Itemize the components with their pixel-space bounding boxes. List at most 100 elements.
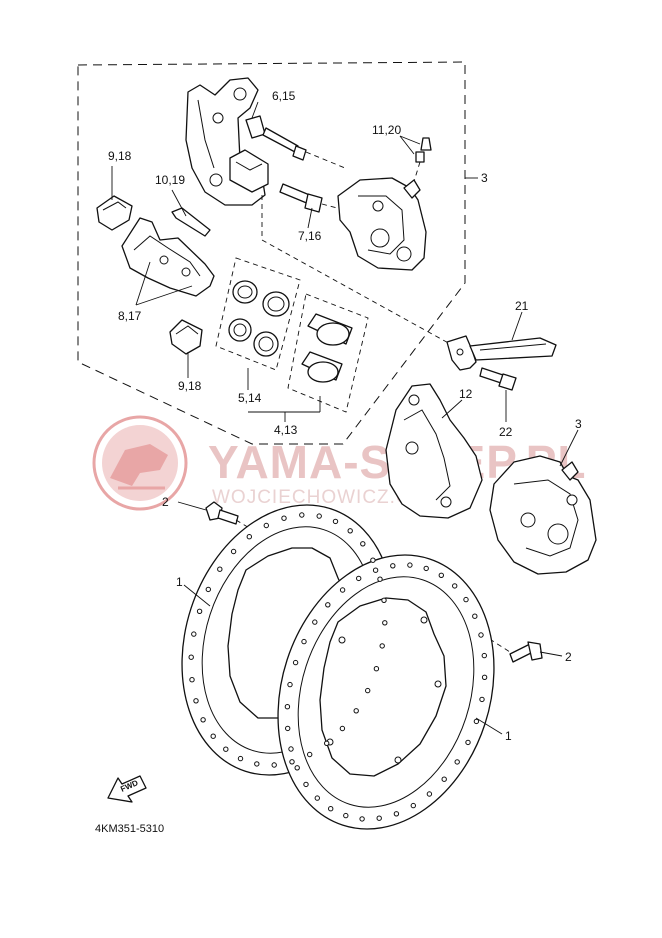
brake-disc-right bbox=[277, 554, 495, 830]
callout-21: 21 bbox=[515, 299, 529, 313]
callout-labels: 6,15 11,20 9,18 10,19 3 7,16 8,17 21 9,1… bbox=[108, 89, 582, 743]
callout-1-left: 1 bbox=[176, 575, 183, 589]
drill-hole bbox=[423, 565, 429, 572]
callout-9-18-bottom: 9,18 bbox=[178, 379, 202, 393]
drill-hole bbox=[200, 717, 206, 723]
drill-hole bbox=[292, 659, 299, 666]
caliper-body-box bbox=[337, 177, 427, 271]
drill-hole bbox=[223, 746, 229, 752]
drill-hole bbox=[377, 576, 383, 582]
drill-hole bbox=[193, 698, 199, 704]
fwd-arrow-icon: FWD bbox=[107, 775, 147, 803]
seal-kit bbox=[215, 257, 301, 371]
drill-hole bbox=[379, 643, 385, 649]
bleed-screws bbox=[411, 137, 432, 189]
drill-hole bbox=[289, 759, 295, 765]
drill-hole bbox=[271, 762, 277, 768]
hose-guide-bracket bbox=[446, 335, 557, 371]
drill-hole bbox=[328, 806, 334, 812]
callout-10-19: 10,19 bbox=[155, 173, 185, 187]
seal-kit-leaders bbox=[247, 368, 321, 422]
drill-hole bbox=[365, 687, 371, 694]
drill-hole bbox=[316, 513, 322, 519]
drill-hole bbox=[325, 602, 331, 608]
drill-hole bbox=[217, 566, 223, 572]
callout-6-15: 6,15 bbox=[272, 89, 296, 103]
drill-hole bbox=[356, 575, 362, 582]
slide-pin-lower bbox=[279, 183, 353, 213]
drill-hole bbox=[210, 733, 216, 739]
drill-hole bbox=[353, 708, 359, 714]
drill-hole bbox=[332, 518, 339, 525]
drill-hole bbox=[473, 718, 480, 725]
drill-hole bbox=[288, 746, 294, 752]
drill-hole bbox=[359, 816, 365, 822]
drill-hole bbox=[307, 751, 313, 758]
callout-12: 12 bbox=[459, 387, 473, 401]
drill-hole bbox=[301, 638, 307, 645]
brake-pads bbox=[121, 217, 215, 297]
disc-left-drill-holes bbox=[188, 512, 388, 768]
drill-hole bbox=[324, 740, 330, 746]
callout-11-20: 11,20 bbox=[372, 123, 401, 137]
drill-hole bbox=[299, 512, 305, 518]
callout-8-17: 8,17 bbox=[118, 309, 142, 323]
rotor-bolt-top bbox=[205, 501, 239, 525]
pad-holder bbox=[229, 149, 269, 193]
drill-hole bbox=[205, 586, 212, 593]
callout-22: 22 bbox=[499, 425, 513, 439]
drill-hole bbox=[287, 681, 293, 688]
drill-hole bbox=[191, 631, 197, 637]
drill-hole bbox=[347, 528, 353, 534]
watermark-logo-icon bbox=[92, 415, 188, 511]
drill-hole bbox=[463, 596, 469, 603]
drill-hole bbox=[196, 608, 203, 614]
drill-hole bbox=[237, 755, 244, 762]
bolt-22 bbox=[479, 367, 517, 391]
drill-hole bbox=[285, 725, 291, 732]
drill-hole bbox=[390, 563, 396, 569]
drill-hole bbox=[339, 725, 346, 732]
drill-hole bbox=[263, 522, 269, 529]
callout-7-16: 7,16 bbox=[298, 229, 322, 243]
drill-hole bbox=[452, 583, 458, 589]
drill-hole bbox=[343, 812, 349, 819]
drill-hole bbox=[312, 619, 318, 625]
callout-3-box: 3 bbox=[481, 171, 488, 185]
drill-hole bbox=[281, 515, 287, 521]
drill-hole bbox=[372, 567, 379, 573]
callout-5-14: 5,14 bbox=[238, 391, 262, 405]
drill-hole bbox=[360, 541, 366, 547]
caliper-assembly-3 bbox=[489, 455, 597, 575]
drill-hole bbox=[370, 557, 376, 563]
callout-1-right: 1 bbox=[505, 729, 512, 743]
drill-hole bbox=[481, 674, 488, 680]
piston-kit bbox=[287, 293, 369, 413]
drill-hole bbox=[314, 795, 320, 801]
pad-shim-small bbox=[171, 207, 211, 237]
drill-hole bbox=[438, 572, 444, 578]
rotor-bolt-right bbox=[509, 641, 543, 663]
callout-2-right: 2 bbox=[565, 650, 572, 664]
drill-hole bbox=[189, 677, 195, 683]
drill-hole bbox=[254, 761, 260, 767]
drill-hole bbox=[382, 620, 388, 626]
drill-hole bbox=[479, 696, 485, 703]
drill-hole bbox=[393, 811, 400, 817]
drill-hole bbox=[481, 652, 487, 659]
caliper-group-box bbox=[77, 61, 466, 445]
caliper-bracket-12 bbox=[385, 383, 483, 519]
drill-hole bbox=[339, 587, 346, 593]
drill-hole bbox=[426, 791, 433, 797]
drill-hole bbox=[407, 562, 413, 568]
drill-hole bbox=[246, 534, 253, 540]
drill-hole bbox=[441, 776, 447, 782]
callout-2-top: 2 bbox=[162, 495, 169, 509]
drill-hole bbox=[294, 765, 300, 771]
slide-pin-upper bbox=[245, 115, 346, 169]
callout-leaders bbox=[111, 101, 579, 735]
pad-spring-top bbox=[96, 195, 133, 231]
drill-hole bbox=[465, 739, 471, 746]
diagram-code: 4KM351-5310 bbox=[95, 823, 164, 835]
